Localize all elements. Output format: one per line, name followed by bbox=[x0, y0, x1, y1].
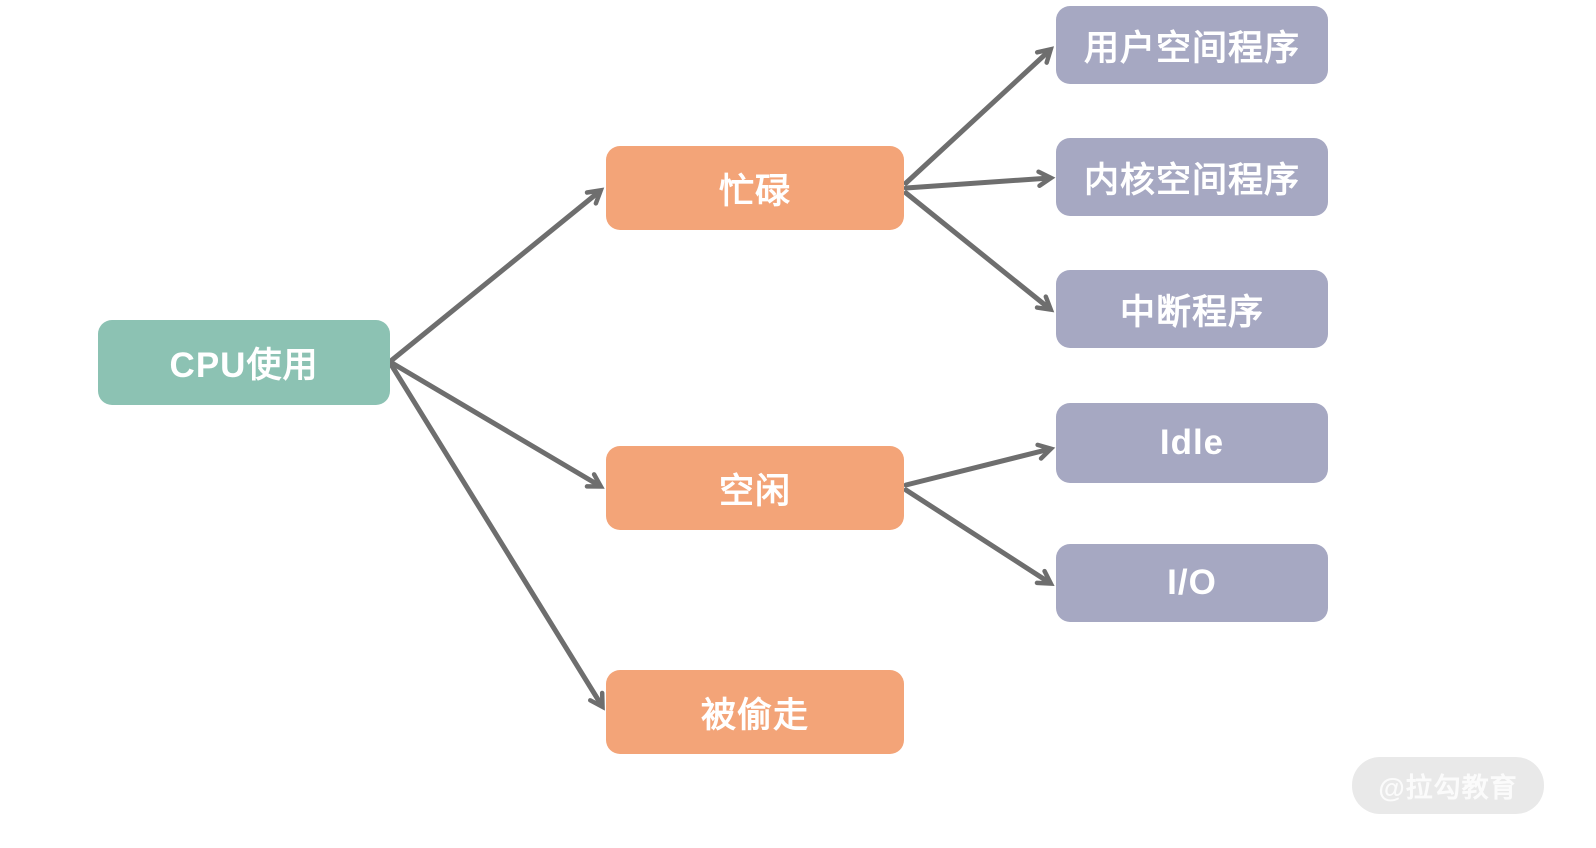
arrow-idle-to-io bbox=[903, 487, 1055, 586]
node-user-space-programs: 用户空间程序 bbox=[1056, 6, 1328, 84]
node-label: 忙碌 bbox=[718, 171, 791, 211]
arrow-busy-to-interrupt bbox=[903, 190, 1055, 313]
node-busy: 忙碌 bbox=[606, 146, 904, 230]
node-label: 被偷走 bbox=[700, 695, 809, 735]
node-label: Idle bbox=[1159, 423, 1225, 462]
node-label: 用户空间程序 bbox=[1083, 28, 1300, 68]
node-label: 中断程序 bbox=[1119, 292, 1264, 332]
node-io: I/O bbox=[1056, 544, 1328, 622]
node-idle-en: Idle bbox=[1056, 403, 1328, 483]
arrow-busy-to-kernel bbox=[903, 169, 1056, 191]
node-label: 内核空间程序 bbox=[1083, 160, 1300, 200]
node-label: I/O bbox=[1167, 563, 1217, 602]
arrow-cpu-to-stolen bbox=[389, 363, 605, 711]
node-label: 空闲 bbox=[718, 471, 791, 511]
node-label: CPU使用 bbox=[169, 346, 319, 385]
arrow-cpu-to-busy bbox=[389, 187, 605, 363]
node-cpu-usage: CPU使用 bbox=[98, 320, 390, 405]
node-stolen: 被偷走 bbox=[606, 670, 904, 754]
arrow-busy-to-user bbox=[903, 46, 1055, 186]
node-interrupt-programs: 中断程序 bbox=[1056, 270, 1328, 348]
arrow-idle-to-idle-en bbox=[903, 442, 1056, 488]
watermark-text: @拉勾教育 bbox=[1378, 773, 1518, 803]
watermark-badge: @拉勾教育 bbox=[1352, 757, 1544, 814]
node-kernel-space-programs: 内核空间程序 bbox=[1056, 138, 1328, 216]
node-idle-cn: 空闲 bbox=[606, 446, 904, 530]
arrow-cpu-to-idle bbox=[389, 360, 605, 489]
